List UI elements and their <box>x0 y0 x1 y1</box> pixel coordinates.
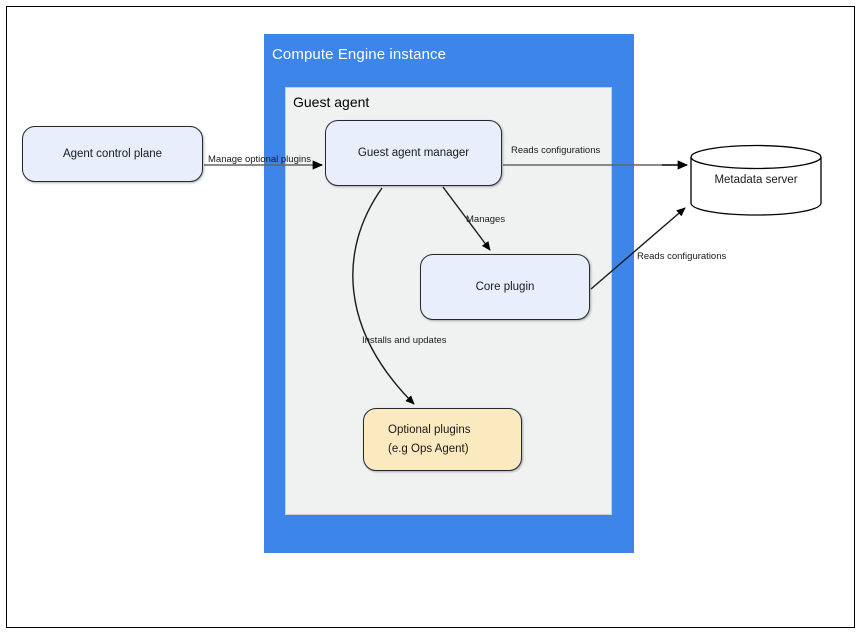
node-label-guest-agent-manager: Guest agent manager <box>357 147 470 159</box>
node-core-plugin[interactable]: Core plugin <box>420 254 590 320</box>
edge-label-manages: Manages <box>466 214 506 225</box>
edge-label-reads-configurations-manager: Reads configurations <box>511 145 601 156</box>
node-label-metadata-server: Metadata server <box>714 174 798 186</box>
edge-label-manage-optional-plugins: Manage optional plugins <box>208 154 311 165</box>
node-optional-plugins[interactable]: Optional plugins (e.g Ops Agent) <box>363 408 522 471</box>
node-agent-control-plane[interactable]: Agent control plane <box>22 126 203 182</box>
node-metadata-server[interactable]: Metadata server <box>690 144 822 216</box>
page-border <box>6 6 855 628</box>
edge-label-installs-and-updates: Installs and updates <box>362 335 447 346</box>
container-label-compute-engine-instance: Compute Engine instance <box>272 46 447 63</box>
node-label-optional-plugins-line1: Optional plugins <box>388 423 471 436</box>
node-label-optional-plugins-line2: (e.g Ops Agent) <box>388 442 469 455</box>
node-label-core-plugin: Core plugin <box>475 281 535 293</box>
node-guest-agent-manager[interactable]: Guest agent manager <box>325 120 502 186</box>
edge-label-reads-configurations-core-plugin: Reads configurations <box>637 251 727 262</box>
database-cylinder-icon <box>690 144 822 216</box>
node-label-agent-control-plane: Agent control plane <box>62 148 163 160</box>
container-label-guest-agent: Guest agent <box>293 94 370 110</box>
